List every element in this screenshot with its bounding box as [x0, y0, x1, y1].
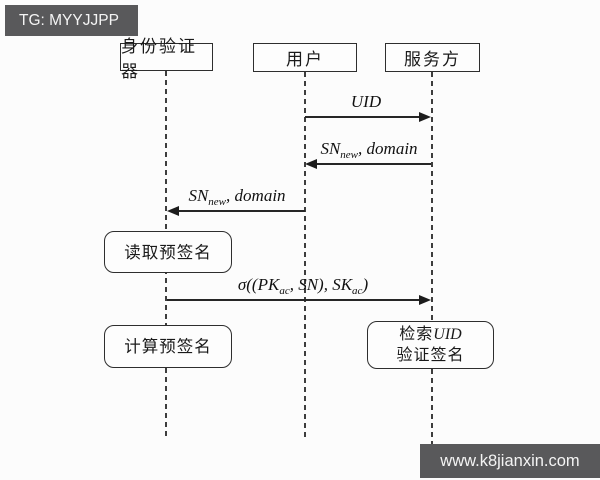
- action-label-read-presignature: 读取预签名: [124, 242, 212, 262]
- action-box-retrieve-verify: 检索UID 验证签名: [367, 321, 494, 369]
- message-label-signature: σ((PKac, SN), SKac): [238, 275, 368, 297]
- watermark-top-left: TG: MYYJJPP: [5, 5, 138, 36]
- action-label-retrieve-uid: 检索UID: [399, 324, 461, 345]
- action-box-read-presignature: 读取预签名: [104, 231, 232, 273]
- message-sk-subscript: ac: [352, 285, 363, 297]
- message-sn-text: SN: [320, 139, 341, 158]
- message-sn-sk-text: , SN), SK: [289, 275, 353, 294]
- arrowhead-left-icon: [167, 206, 179, 216]
- message-sn-subscript: new: [208, 196, 227, 208]
- arrowhead-right-icon: [419, 112, 431, 122]
- message-sn-subscript: new: [340, 149, 359, 161]
- lifeline-user: [304, 72, 306, 440]
- message-pk-subscript: ac: [279, 285, 290, 297]
- message-sn-text: SN: [188, 186, 209, 205]
- message-line-signature: [167, 299, 420, 301]
- actor-label-user: 用户: [286, 50, 324, 69]
- actor-box-authenticator: 身份验证器: [120, 37, 213, 81]
- action-box-compute-presignature: 计算预签名: [104, 325, 232, 368]
- message-label-sn-domain-2: SNnew, domain: [188, 186, 285, 208]
- message-label-uid: UID: [351, 92, 381, 112]
- arrowhead-right-icon: [419, 295, 431, 305]
- actor-box-user: 用户: [253, 43, 357, 72]
- message-domain-text: , domain: [226, 186, 286, 205]
- actor-label-service: 服务方: [404, 50, 461, 69]
- action-label-verify-signature: 验证签名: [396, 347, 465, 364]
- actor-box-service: 服务方: [385, 43, 480, 72]
- message-label-sn-domain-1: SNnew, domain: [320, 139, 417, 161]
- retrieve-prefix-text: 检索: [399, 326, 434, 343]
- watermark-bottom-right: www.k8jianxin.com: [420, 444, 600, 478]
- arrowhead-left-icon: [305, 159, 317, 169]
- message-line-sn-domain-1: [316, 163, 431, 165]
- actor-label-authenticator: 身份验证器: [121, 37, 197, 81]
- message-close-paren: ): [362, 275, 369, 294]
- message-line-uid: [305, 116, 420, 118]
- message-uid-text: UID: [350, 92, 382, 111]
- retrieve-uid-text: UID: [433, 326, 462, 343]
- action-label-compute-presignature: 计算预签名: [124, 337, 212, 356]
- message-domain-text: , domain: [358, 139, 418, 158]
- lifeline-service: [431, 72, 433, 445]
- message-line-sn-domain-2: [178, 210, 305, 212]
- message-sigma-text: σ((PK: [237, 275, 280, 294]
